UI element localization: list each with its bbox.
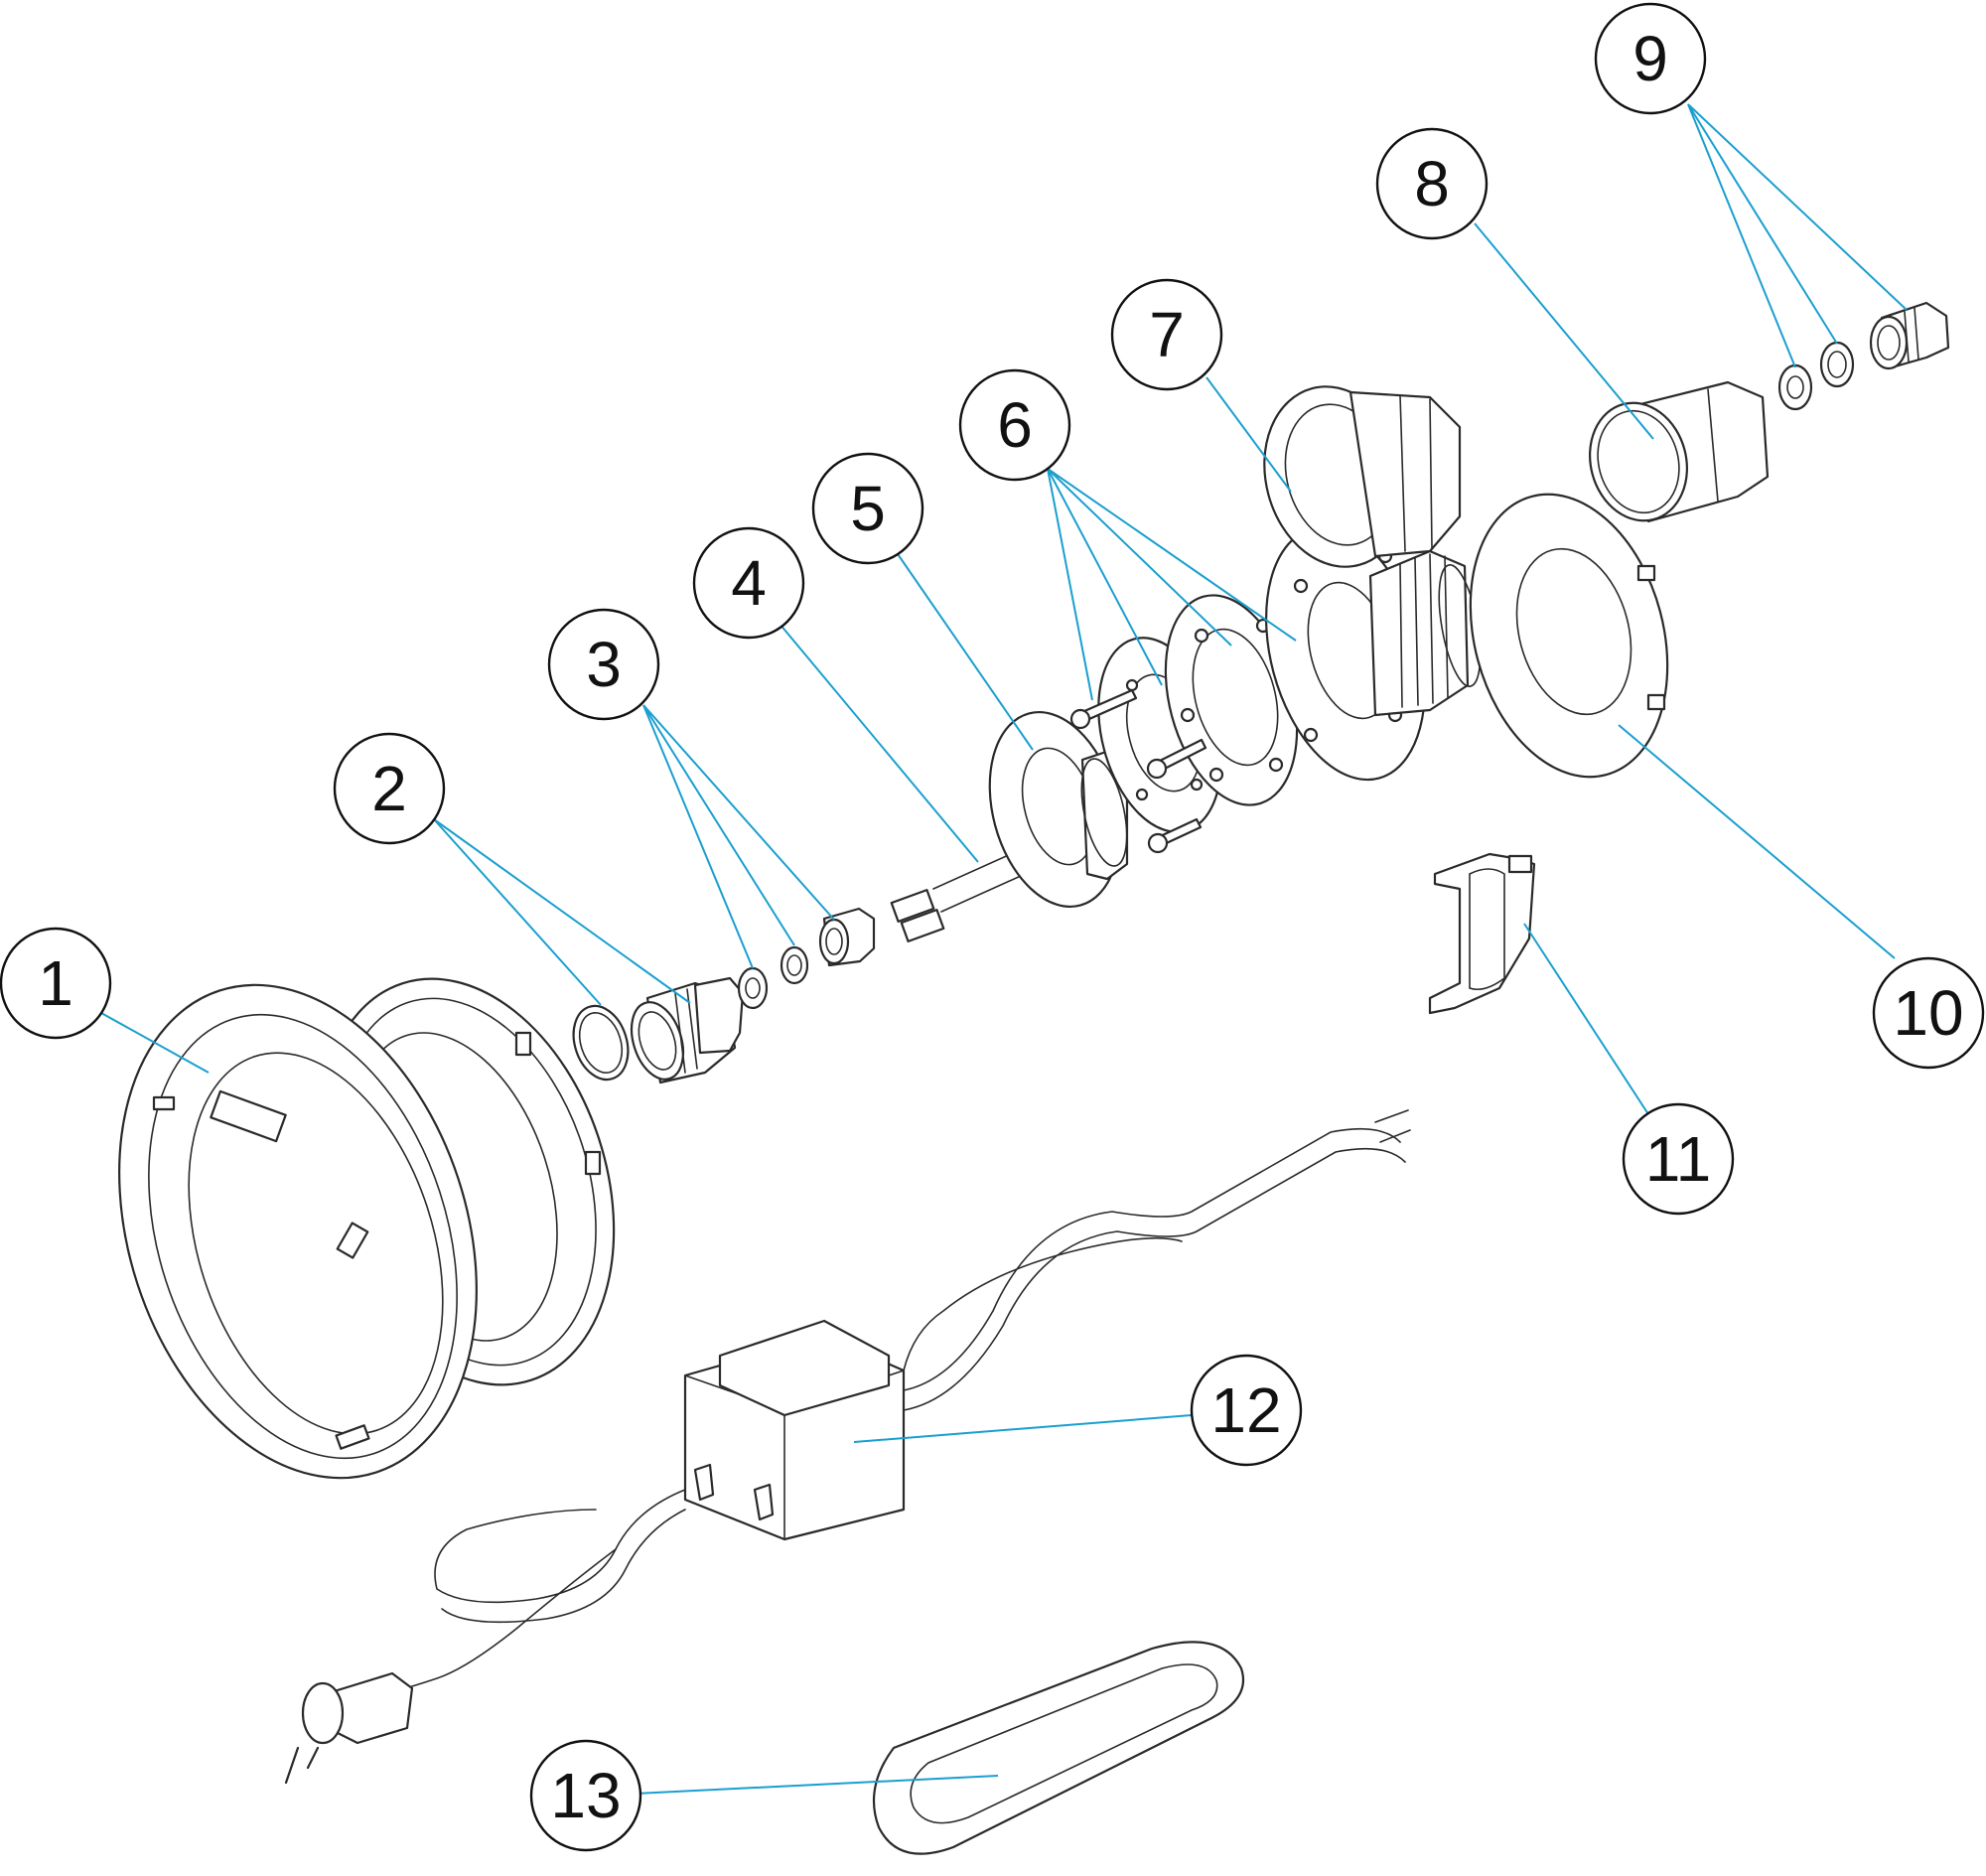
callout-13-number: 13 bbox=[550, 1760, 621, 1831]
callout-3-number: 3 bbox=[586, 629, 622, 700]
callout-13: 13 bbox=[529, 1739, 642, 1852]
callout-4: 4 bbox=[692, 526, 805, 640]
leader-13 bbox=[635, 1775, 999, 1795]
callout-2-number: 2 bbox=[371, 753, 407, 824]
part-1-lamp-assembly bbox=[118, 977, 616, 1480]
callout-10-number: 10 bbox=[1893, 977, 1963, 1049]
callout-5: 5 bbox=[811, 452, 924, 565]
callout-11: 11 bbox=[1622, 1102, 1735, 1216]
leader-5 bbox=[895, 550, 1034, 751]
leader-10 bbox=[1618, 724, 1896, 959]
leader-3a bbox=[642, 704, 754, 969]
part-10-escutcheon-ring bbox=[1469, 493, 1669, 779]
leader-9b bbox=[1687, 103, 1838, 345]
callout-12: 12 bbox=[1190, 1354, 1303, 1467]
callout-7: 7 bbox=[1110, 278, 1223, 391]
leader-7 bbox=[1206, 376, 1292, 493]
leader-1 bbox=[100, 1012, 210, 1074]
part-7-threaded-niche bbox=[1263, 385, 1482, 782]
callout-3: 3 bbox=[547, 608, 660, 721]
leader-12 bbox=[853, 1414, 1193, 1443]
part-3-washers-and-nut bbox=[737, 907, 876, 1010]
leader-3b bbox=[642, 704, 795, 946]
leader-6c bbox=[1047, 468, 1232, 647]
callout-7-number: 7 bbox=[1149, 299, 1185, 370]
leader-9c bbox=[1687, 103, 1908, 311]
callout-6-number: 6 bbox=[997, 389, 1033, 461]
callout-9-number: 9 bbox=[1632, 23, 1668, 94]
callout-12-number: 12 bbox=[1210, 1374, 1281, 1446]
part-6-mounting-plates-and-screws bbox=[1069, 594, 1299, 854]
part-11-clip bbox=[1428, 852, 1536, 1015]
callout-9: 9 bbox=[1594, 2, 1707, 115]
callout-8: 8 bbox=[1375, 127, 1489, 240]
part-8-sleeve bbox=[1589, 380, 1770, 523]
part-13-remote-control bbox=[872, 1641, 1245, 1855]
callout-8-number: 8 bbox=[1414, 148, 1450, 219]
callout-6: 6 bbox=[958, 368, 1071, 482]
leader-11 bbox=[1523, 923, 1649, 1115]
leader-lines bbox=[100, 103, 1908, 1795]
leader-2b bbox=[433, 818, 691, 1004]
leader-9a bbox=[1687, 103, 1796, 368]
leader-8 bbox=[1474, 222, 1654, 440]
leader-6a bbox=[1047, 468, 1093, 701]
callout-1-number: 1 bbox=[38, 947, 73, 1019]
callout-10: 10 bbox=[1872, 956, 1985, 1070]
callout-2: 2 bbox=[333, 732, 446, 845]
part-12-transformer-with-cable bbox=[284, 1109, 1411, 1785]
leader-4 bbox=[779, 623, 979, 863]
callout-1: 1 bbox=[0, 927, 112, 1040]
leader-2a bbox=[433, 818, 602, 1006]
callout-11-number: 11 bbox=[1645, 1123, 1711, 1195]
leader-3c bbox=[642, 704, 835, 921]
callout-4-number: 4 bbox=[731, 547, 767, 619]
callout-5-number: 5 bbox=[850, 473, 886, 544]
part-2-cable-gland bbox=[572, 976, 745, 1084]
leader-6b bbox=[1047, 468, 1163, 686]
leader-6d bbox=[1047, 468, 1297, 642]
part-9-washers-and-fitting bbox=[1777, 301, 1950, 411]
